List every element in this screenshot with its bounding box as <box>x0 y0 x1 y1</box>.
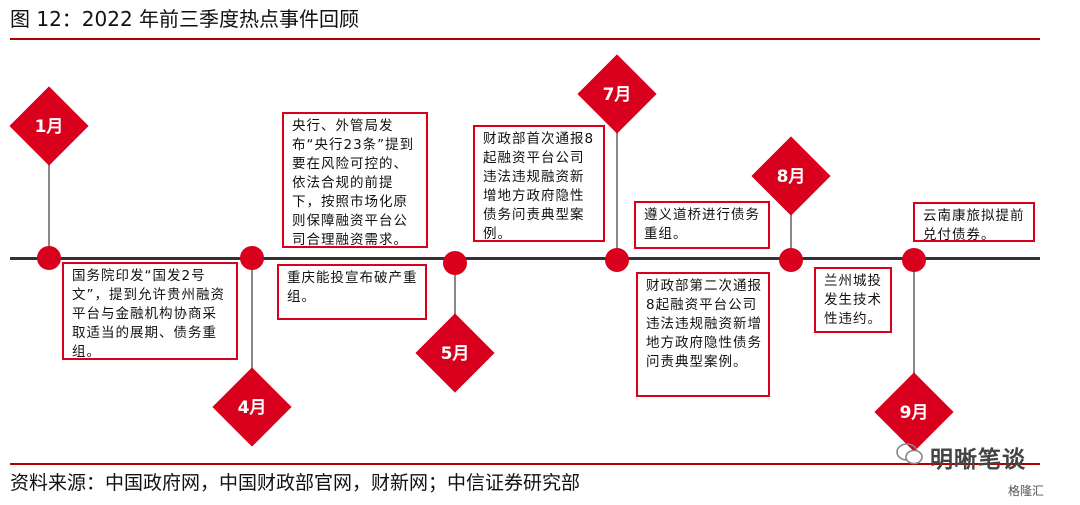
month-label-jan: 1月 <box>34 117 64 137</box>
month-label-sep: 9月 <box>899 403 929 423</box>
stem-jul <box>616 120 618 258</box>
stem-sep <box>913 258 915 378</box>
event-box-aug: 兰州城投发生技术性违约。 <box>814 267 892 333</box>
stem-jan <box>48 150 50 258</box>
watermark-text: 明晰笔谈 <box>930 447 1026 473</box>
top-divider <box>10 38 1040 40</box>
timeline-dot-apr <box>240 246 264 270</box>
timeline-dot-may <box>443 251 467 275</box>
event-box-jul-zunyi: 遵义道桥进行债务重组。 <box>634 201 770 249</box>
timeline-dot-jan <box>37 246 61 270</box>
event-box-may: 财政部首次通报8起融资平台公司违法违规融资新增地方政府隐性债务问责典型案例。 <box>473 125 605 242</box>
stem-aug <box>790 200 792 258</box>
event-box-jul-mof: 财政部第二次通报8起融资平台公司违法违规融资新增地方政府隐性债务问责典型案例。 <box>636 272 770 397</box>
figure-title: 图 12：2022 年前三季度热点事件回顾 <box>10 7 360 31</box>
event-box-sep: 云南康旅拟提前兑付债券。 <box>913 202 1035 243</box>
bottom-divider <box>10 463 1040 465</box>
stem-may <box>454 258 456 318</box>
event-box-jan: 国务院印发“国发2号文”，提到允许贵州融资平台与金融机构协商采取适当的展期、债务… <box>62 262 238 360</box>
month-label-may: 5月 <box>440 344 470 364</box>
timeline-axis <box>10 257 1040 260</box>
timeline-dot-sep <box>902 248 926 272</box>
wechat-icon <box>896 443 923 465</box>
watermark-sub: 格隆汇 <box>1008 484 1045 498</box>
stem-apr <box>251 258 253 378</box>
event-box-apr-chongqing: 重庆能投宣布破产重组。 <box>277 264 427 320</box>
event-box-apr-central-bank: 央行、外管局发布“央行23条”提到要在风险可控的、依法合规的前提下，按照市场化原… <box>282 112 428 248</box>
source-note: 资料来源：中国政府网，中国财政部官网，财新网；中信证券研究部 <box>10 472 581 494</box>
month-label-apr: 4月 <box>237 398 267 418</box>
timeline-dot-aug <box>779 248 803 272</box>
month-label-aug: 8月 <box>776 167 806 187</box>
month-label-jul: 7月 <box>602 85 632 105</box>
timeline-dot-jul <box>605 248 629 272</box>
